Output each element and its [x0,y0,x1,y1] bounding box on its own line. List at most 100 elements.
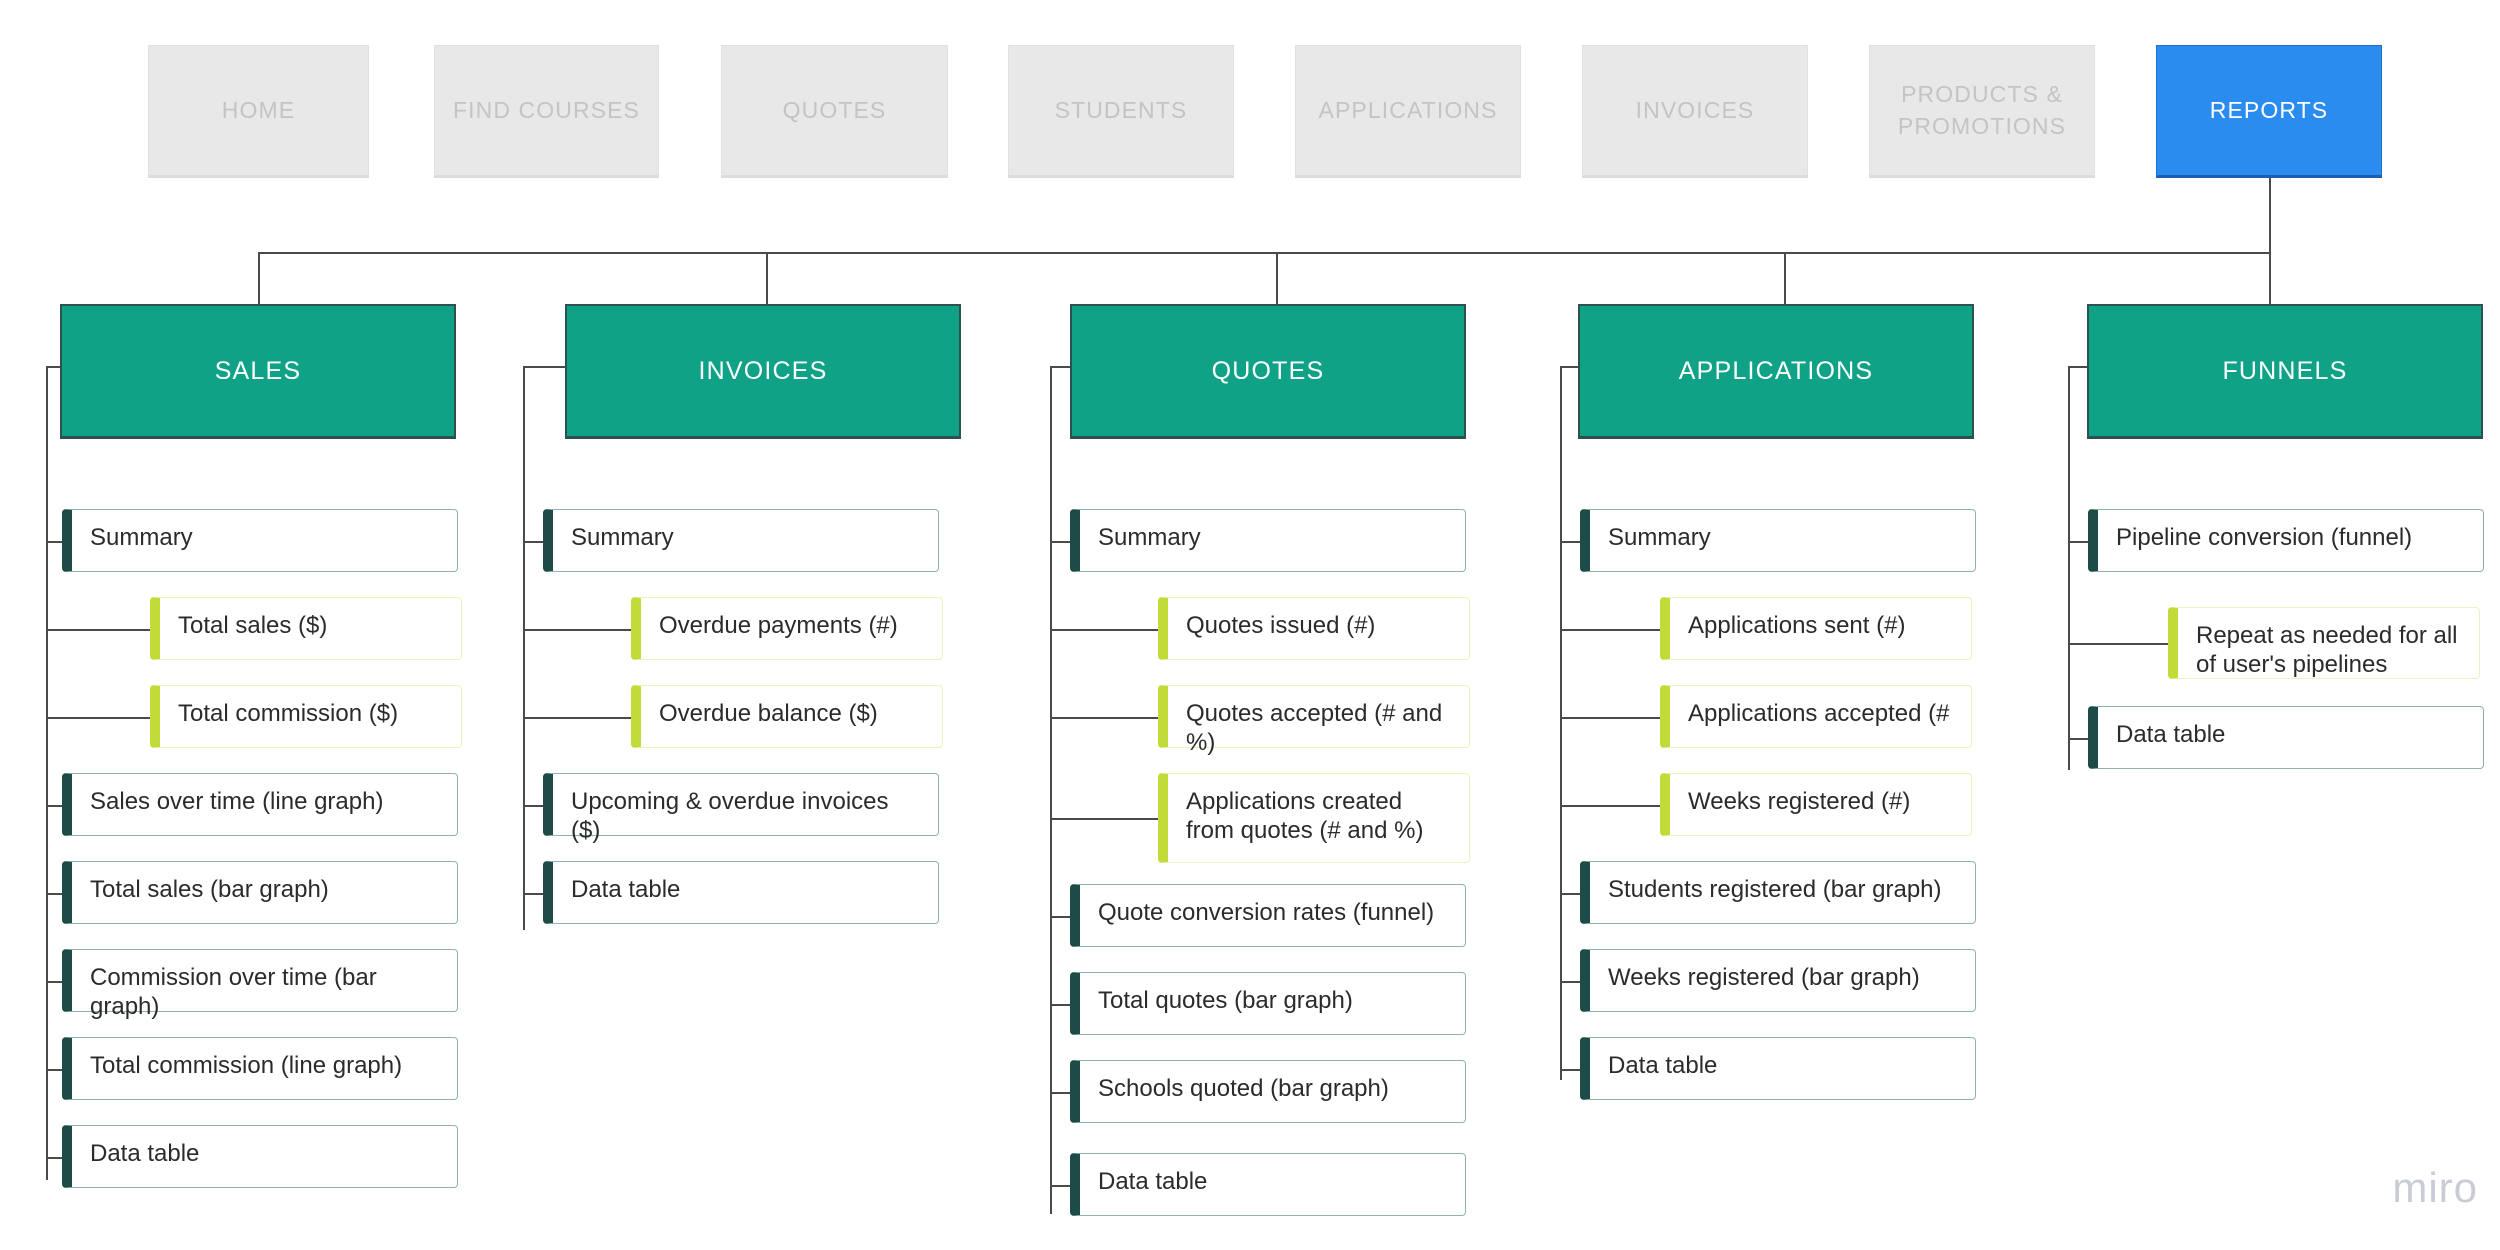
card-label: Weeks registered (#) [1688,788,1911,815]
section-header-invoices[interactable]: INVOICES [565,304,961,439]
connector-stub-sales-1 [46,629,150,631]
nav-button-applications[interactable]: APPLICATIONS [1295,45,1521,178]
nav-button-reports[interactable]: REPORTS [2156,45,2382,178]
section-header-applications[interactable]: APPLICATIONS [1578,304,1974,439]
card-sales-6[interactable]: Total commission (line graph) [62,1037,458,1100]
connector-stub-sales-6 [46,1069,62,1071]
connector-stub-quotes-7 [1050,1185,1070,1187]
nav-button-quotes[interactable]: QUOTES [721,45,948,178]
card-label: Data table [1098,1168,1208,1195]
card-label: Applications accepted (# [1688,700,1950,727]
card-sales-3[interactable]: Sales over time (line graph) [62,773,458,836]
connector-stub-applications-1 [1560,629,1660,631]
card-sales-5[interactable]: Commission over time (bar graph) [62,949,458,1020]
card-applications-1[interactable]: Applications sent (#) [1660,597,1972,660]
card-label: Quotes issued (#) [1186,612,1376,639]
connector-stub-funnels-0 [2068,541,2088,543]
connector-stub-head-applications [1560,366,1578,368]
card-applications-0[interactable]: Summary [1580,509,1976,572]
card-label: Total quotes (bar graph) [1098,987,1353,1014]
connector-stub-sales-3 [46,805,62,807]
card-invoices-2[interactable]: Overdue balance ($) [631,685,943,748]
connector-trunk-invoices [523,366,525,930]
card-invoices-0[interactable]: Summary [543,509,939,572]
card-invoices-1[interactable]: Overdue payments (#) [631,597,943,660]
connector-stub-head-sales [46,366,60,368]
card-label: Data table [1608,1052,1718,1079]
card-sales-4[interactable]: Total sales (bar graph) [62,861,458,924]
card-applications-5[interactable]: Weeks registered (bar graph) [1580,949,1976,1012]
connector-stub-applications-3 [1560,805,1660,807]
card-label: Sales over time (line graph) [90,788,384,815]
card-label: Repeat as needed for all of user's pipel… [2196,622,2458,679]
card-sales-0[interactable]: Summary [62,509,458,572]
card-label: Overdue payments (#) [659,612,898,639]
card-quotes-6[interactable]: Schools quoted (bar graph) [1070,1060,1466,1123]
connector-stub-invoices-1 [523,629,631,631]
card-label: Schools quoted (bar graph) [1098,1075,1389,1102]
connector-stub-sales-4 [46,893,62,895]
connector-stub-quotes-4 [1050,916,1070,918]
connector-horizontal-bus [258,252,2269,254]
card-funnels-0[interactable]: Pipeline conversion (funnel) [2088,509,2484,572]
connector-stub-quotes-1 [1050,629,1158,631]
card-label: Applications created from quotes (# and … [1186,788,1424,845]
connector-stub-sales-5 [46,981,62,983]
card-quotes-0[interactable]: Summary [1070,509,1466,572]
card-applications-6[interactable]: Data table [1580,1037,1976,1100]
card-label: Data table [571,876,681,903]
card-label: Data table [2116,721,2226,748]
card-label: Summary [1608,524,1711,551]
connector-drop-3 [1784,252,1786,304]
section-header-funnels[interactable]: FUNNELS [2087,304,2483,439]
card-invoices-3[interactable]: Upcoming & overdue invoices ($) [543,773,939,844]
card-label: Upcoming & overdue invoices ($) [571,788,889,845]
connector-trunk-sales [46,366,48,1180]
card-quotes-1[interactable]: Quotes issued (#) [1158,597,1470,660]
connector-drop-1 [766,252,768,304]
card-label: Quote conversion rates (funnel) [1098,899,1435,926]
card-quotes-2[interactable]: Quotes accepted (# and %) [1158,685,1470,756]
connector-stub-sales-0 [46,541,62,543]
card-sales-1[interactable]: Total sales ($) [150,597,462,660]
connector-stub-quotes-2 [1050,717,1158,719]
card-sales-7[interactable]: Data table [62,1125,458,1188]
connector-trunk-applications [1560,366,1562,1080]
connector-stub-applications-2 [1560,717,1660,719]
card-label: Overdue balance ($) [659,700,878,727]
card-applications-4[interactable]: Students registered (bar graph) [1580,861,1976,924]
nav-button-products-promotions[interactable]: PRODUCTS & PROMOTIONS [1869,45,2095,178]
nav-button-students[interactable]: STUDENTS [1008,45,1234,178]
connector-drop-2 [1276,252,1278,304]
connector-stub-applications-4 [1560,893,1580,895]
card-label: Data table [90,1140,200,1167]
card-label: Total sales ($) [178,612,328,639]
nav-button-invoices[interactable]: INVOICES [1582,45,1808,178]
connector-stub-quotes-6 [1050,1092,1070,1094]
connector-stub-invoices-3 [523,805,543,807]
connector-stub-invoices-0 [523,541,543,543]
card-sales-2[interactable]: Total commission ($) [150,685,462,748]
section-header-quotes[interactable]: QUOTES [1070,304,1466,439]
card-funnels-2[interactable]: Data table [2088,706,2484,769]
section-header-sales[interactable]: SALES [60,304,456,439]
card-quotes-3[interactable]: Applications created from quotes (# and … [1158,773,1470,863]
connector-stub-head-invoices [523,366,565,368]
connector-reports-drop [2269,178,2271,254]
card-quotes-4[interactable]: Quote conversion rates (funnel) [1070,884,1466,947]
connector-trunk-quotes [1050,366,1052,1214]
card-quotes-7[interactable]: Data table [1070,1153,1466,1216]
card-applications-3[interactable]: Weeks registered (#) [1660,773,1972,836]
connector-stub-quotes-3 [1050,818,1158,820]
card-label: Summary [1098,524,1201,551]
connector-stub-applications-0 [1560,541,1580,543]
miro-watermark: miro [2392,1164,2478,1211]
card-quotes-5[interactable]: Total quotes (bar graph) [1070,972,1466,1035]
card-applications-2[interactable]: Applications accepted (# [1660,685,1972,748]
connector-stub-quotes-5 [1050,1004,1070,1006]
card-funnels-1[interactable]: Repeat as needed for all of user's pipel… [2168,607,2480,679]
nav-button-home[interactable]: HOME [148,45,369,178]
nav-button-find-courses[interactable]: FIND COURSES [434,45,659,178]
card-invoices-4[interactable]: Data table [543,861,939,924]
connector-stub-applications-5 [1560,981,1580,983]
